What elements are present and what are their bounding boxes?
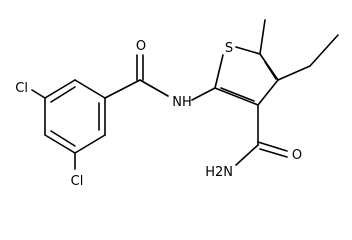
bond: [74, 79, 106, 99]
sulfur-label: S: [225, 41, 233, 56]
bond-carbonyl-n: [139, 79, 169, 97]
structure-canvas: Cl Cl O NH S O H2N: [15, 19, 339, 189]
bond-ethyl-2: [309, 34, 339, 67]
bond: [214, 87, 259, 106]
bond-carboxamide-double-2: [259, 148, 288, 158]
carboxamide-nh2-label: H2N: [205, 165, 233, 180]
bond: [44, 134, 76, 154]
bond: [44, 79, 76, 99]
carboxamide-oxygen-label: O: [292, 148, 302, 163]
bond: [235, 46, 261, 55]
molecule-diagram: Cl Cl O NH S O H2N: [15, 19, 339, 189]
bond: [214, 54, 224, 89]
bond-double-inner: [50, 130, 76, 147]
bond-double-inner: [50, 86, 76, 103]
benzene-ring: [44, 79, 106, 154]
chlorine-top-label: Cl: [15, 81, 28, 96]
bond: [257, 79, 279, 106]
bond: [74, 134, 106, 154]
bond-double-inner: [220, 87, 255, 102]
amide-nh-label: NH: [172, 95, 192, 110]
bond-n-thiophene: [191, 87, 216, 101]
thiophene-ring: [214, 46, 279, 106]
carbonyl-oxygen-label: O: [136, 39, 146, 54]
bond-c-cl-top: [31, 89, 46, 99]
bond-ring-carbonyl: [104, 79, 141, 99]
bond-carboxamide-n: [235, 144, 259, 166]
bond-methyl: [259, 19, 266, 55]
bond-double-inner: [264, 61, 277, 80]
bond-carboxamide-double-1: [257, 141, 288, 152]
chlorine-bottom-label: Cl: [71, 174, 84, 189]
bond-ethyl-1: [277, 65, 311, 81]
